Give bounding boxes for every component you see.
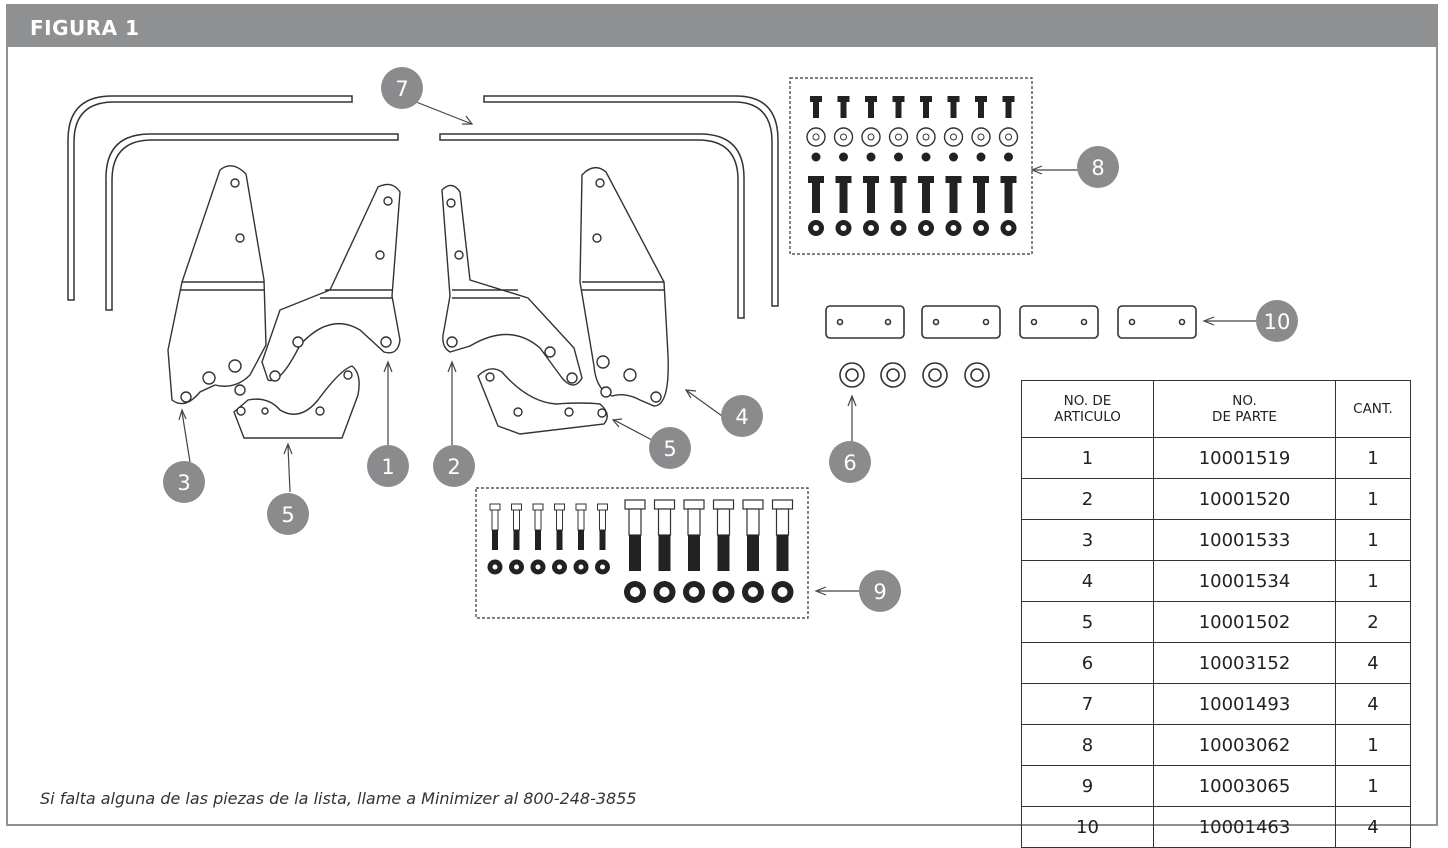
svg-text:1: 1 <box>381 455 394 479</box>
spacer-plates <box>825 305 1197 339</box>
footnote: Si falta alguna de las piezas de la list… <box>40 789 637 808</box>
mounting-brackets <box>167 165 669 439</box>
cell-item: 8 <box>1021 724 1154 766</box>
callout-5: 5 <box>267 493 309 535</box>
callout-3: 3 <box>163 461 205 503</box>
callout-8: 8 <box>1077 146 1119 188</box>
cell-part-number: 10001520 <box>1153 478 1336 520</box>
svg-text:10: 10 <box>1264 310 1291 334</box>
svg-text:5: 5 <box>281 503 294 527</box>
cell-quantity: 1 <box>1335 478 1411 520</box>
cell-item: 6 <box>1021 642 1154 684</box>
column-header-part: NO.DE PARTE <box>1153 380 1336 438</box>
cell-part-number: 10001519 <box>1153 437 1336 479</box>
fender-brackets <box>67 95 779 319</box>
callout-10: 10 <box>1256 300 1298 342</box>
cell-quantity: 1 <box>1335 519 1411 561</box>
cell-part-number: 10003065 <box>1153 765 1336 807</box>
cell-part-number: 10001502 <box>1153 601 1336 643</box>
cell-quantity: 4 <box>1335 642 1411 684</box>
callout-5: 5 <box>649 427 691 469</box>
cell-part-number: 10001493 <box>1153 683 1336 725</box>
cell-item: 1 <box>1021 437 1154 479</box>
cell-item: 9 <box>1021 765 1154 807</box>
svg-text:4: 4 <box>735 405 748 429</box>
cell-item: 7 <box>1021 683 1154 725</box>
cell-item: 10 <box>1021 806 1154 848</box>
callout-2: 2 <box>433 445 475 487</box>
figure-header: FIGURA 1 <box>8 6 1436 47</box>
cell-part-number: 10001534 <box>1153 560 1336 602</box>
column-header-qty: CANT. <box>1335 380 1411 438</box>
svg-text:8: 8 <box>1091 156 1104 180</box>
callout-4: 4 <box>721 395 763 437</box>
cell-item: 5 <box>1021 601 1154 643</box>
cell-quantity: 1 <box>1335 765 1411 807</box>
callout-1: 1 <box>367 445 409 487</box>
hardware-kit-9 <box>475 487 809 619</box>
cell-quantity: 2 <box>1335 601 1411 643</box>
cell-quantity: 1 <box>1335 437 1411 479</box>
cell-part-number: 10001463 <box>1153 806 1336 848</box>
svg-text:9: 9 <box>873 580 886 604</box>
callout-7: 7 <box>381 67 423 109</box>
cell-part-number: 10003152 <box>1153 642 1336 684</box>
cell-quantity: 1 <box>1335 560 1411 602</box>
cell-quantity: 1 <box>1335 724 1411 766</box>
svg-text:6: 6 <box>843 451 856 475</box>
cell-item: 4 <box>1021 560 1154 602</box>
leader-arrows <box>178 97 1256 596</box>
svg-text:3: 3 <box>177 471 190 495</box>
cell-quantity: 4 <box>1335 683 1411 725</box>
svg-text:5: 5 <box>663 437 676 461</box>
cell-item: 2 <box>1021 478 1154 520</box>
svg-text:7: 7 <box>395 77 408 101</box>
figure-title: FIGURA 1 <box>30 16 140 40</box>
washers <box>839 362 990 388</box>
hardware-kit-8 <box>789 77 1033 255</box>
cell-part-number: 10001533 <box>1153 519 1336 561</box>
cell-quantity: 4 <box>1335 806 1411 848</box>
callout-6: 6 <box>829 441 871 483</box>
cell-part-number: 10003062 <box>1153 724 1336 766</box>
callout-9: 9 <box>859 570 901 612</box>
cell-item: 3 <box>1021 519 1154 561</box>
svg-text:2: 2 <box>447 455 460 479</box>
